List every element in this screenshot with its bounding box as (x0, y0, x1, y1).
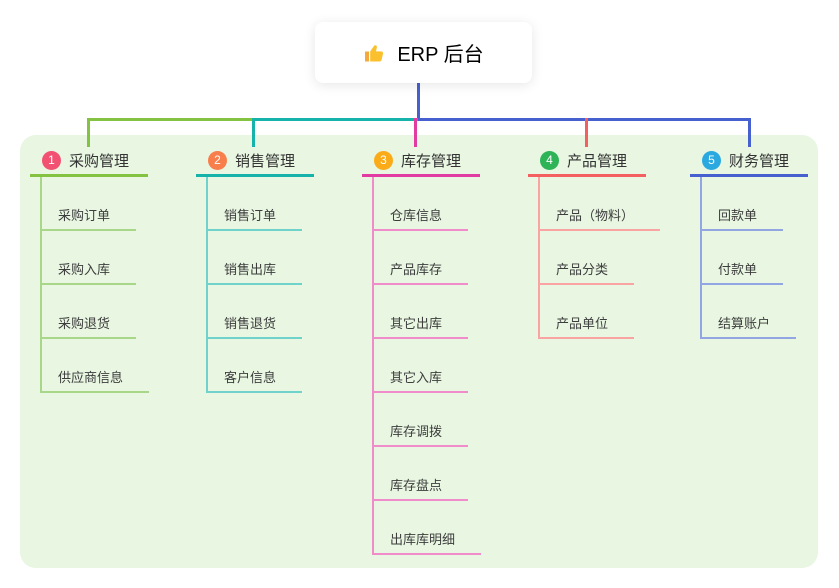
branch-finance: 5 财务管理 回款单 付款单 结算账户 (690, 146, 808, 339)
branch-number-badge: 4 (540, 150, 559, 170)
branch-inventory-header[interactable]: 3 库存管理 (362, 146, 480, 177)
branch-number-badge: 2 (208, 150, 227, 170)
branch-product: 4 产品管理 产品（物料） 产品分类 产品单位 (528, 146, 661, 339)
child-row: 产品（物料） (538, 177, 661, 231)
node-purchase-return[interactable]: 采购退货 (40, 313, 137, 339)
branch-number-badge: 3 (374, 150, 393, 170)
root-node[interactable]: ERP 后台 (315, 22, 532, 83)
branch-inventory-children: 仓库信息 产品库存 其它出库 其它入库 库存调拨 库存盘点 出库库明细 (362, 177, 482, 555)
node-other-inbound[interactable]: 其它入库 (372, 367, 469, 393)
connector-bus-branch2 (254, 118, 418, 121)
node-settlement-account[interactable]: 结算账户 (700, 313, 797, 339)
node-product-stock[interactable]: 产品库存 (372, 259, 469, 285)
branch-title: 采购管理 (69, 152, 130, 170)
node-product-category[interactable]: 产品分类 (538, 259, 635, 285)
child-row: 销售退货 (206, 285, 314, 339)
branch-purchase: 1 采购管理 采购订单 采购入库 采购退货 供应商信息 (30, 146, 150, 393)
node-sales-order[interactable]: 销售订单 (206, 205, 303, 231)
branches-panel (20, 135, 818, 568)
child-row: 采购退货 (40, 285, 149, 339)
child-row: 出库库明细 (372, 501, 482, 555)
child-row: 供应商信息 (40, 339, 150, 393)
node-outbound-detail[interactable]: 出库库明细 (372, 529, 482, 555)
child-row: 回款单 (700, 177, 808, 231)
branch-title: 财务管理 (729, 152, 790, 170)
connector-bus-right (418, 118, 751, 121)
child-row: 客户信息 (206, 339, 314, 393)
connector-drop-branch2 (252, 118, 255, 147)
child-row: 付款单 (700, 231, 808, 285)
child-row: 销售出库 (206, 231, 314, 285)
connector-drop-branch3 (414, 118, 417, 147)
root-title: ERP 后台 (397, 44, 484, 66)
node-customer-info[interactable]: 客户信息 (206, 367, 303, 393)
connector-bus-branch1 (87, 118, 254, 121)
node-other-outbound[interactable]: 其它出库 (372, 313, 469, 339)
branch-inventory: 3 库存管理 仓库信息 产品库存 其它出库 其它入库 库存调拨 库存盘点 出库库… (362, 146, 482, 555)
child-row: 仓库信息 (372, 177, 481, 231)
branch-purchase-header[interactable]: 1 采购管理 (30, 146, 148, 177)
branch-finance-header[interactable]: 5 财务管理 (690, 146, 808, 177)
node-purchase-order[interactable]: 采购订单 (40, 205, 137, 231)
branch-number-badge: 5 (702, 150, 721, 170)
connector-drop-branch5 (748, 118, 751, 147)
node-sales-outbound[interactable]: 销售出库 (206, 259, 303, 285)
branch-title: 销售管理 (235, 152, 296, 170)
child-row: 采购订单 (40, 177, 149, 231)
child-row: 销售订单 (206, 177, 314, 231)
branch-sales: 2 销售管理 销售订单 销售出库 销售退货 客户信息 (196, 146, 314, 393)
child-row: 产品库存 (372, 231, 481, 285)
child-row: 库存调拨 (372, 393, 481, 447)
connector-root-drop (417, 83, 420, 120)
branch-title: 产品管理 (567, 152, 628, 170)
node-receipt-doc[interactable]: 回款单 (700, 205, 784, 231)
child-row: 产品单位 (538, 285, 660, 339)
branch-product-children: 产品（物料） 产品分类 产品单位 (528, 177, 661, 339)
thumbs-up-icon (365, 44, 384, 61)
branch-purchase-children: 采购订单 采购入库 采购退货 供应商信息 (30, 177, 150, 393)
node-payment-doc[interactable]: 付款单 (700, 259, 784, 285)
node-stock-transfer[interactable]: 库存调拨 (372, 421, 469, 447)
branch-finance-children: 回款单 付款单 结算账户 (690, 177, 808, 339)
branch-sales-header[interactable]: 2 销售管理 (196, 146, 314, 177)
branch-sales-children: 销售订单 销售出库 销售退货 客户信息 (196, 177, 314, 393)
node-product-material[interactable]: 产品（物料） (538, 205, 661, 231)
child-row: 结算账户 (700, 285, 808, 339)
node-purchase-inbound[interactable]: 采购入库 (40, 259, 137, 285)
child-row: 其它出库 (372, 285, 481, 339)
node-warehouse-info[interactable]: 仓库信息 (372, 205, 469, 231)
node-product-unit[interactable]: 产品单位 (538, 313, 635, 339)
child-row: 采购入库 (40, 231, 149, 285)
connector-drop-branch1 (87, 118, 90, 147)
node-supplier-info[interactable]: 供应商信息 (40, 367, 150, 393)
branch-number-badge: 1 (42, 150, 61, 170)
branch-title: 库存管理 (401, 152, 462, 170)
child-row: 产品分类 (538, 231, 660, 285)
child-row: 其它入库 (372, 339, 481, 393)
child-row: 库存盘点 (372, 447, 481, 501)
connector-drop-branch4 (585, 118, 588, 147)
node-stock-count[interactable]: 库存盘点 (372, 475, 469, 501)
node-sales-return[interactable]: 销售退货 (206, 313, 303, 339)
branch-product-header[interactable]: 4 产品管理 (528, 146, 646, 177)
